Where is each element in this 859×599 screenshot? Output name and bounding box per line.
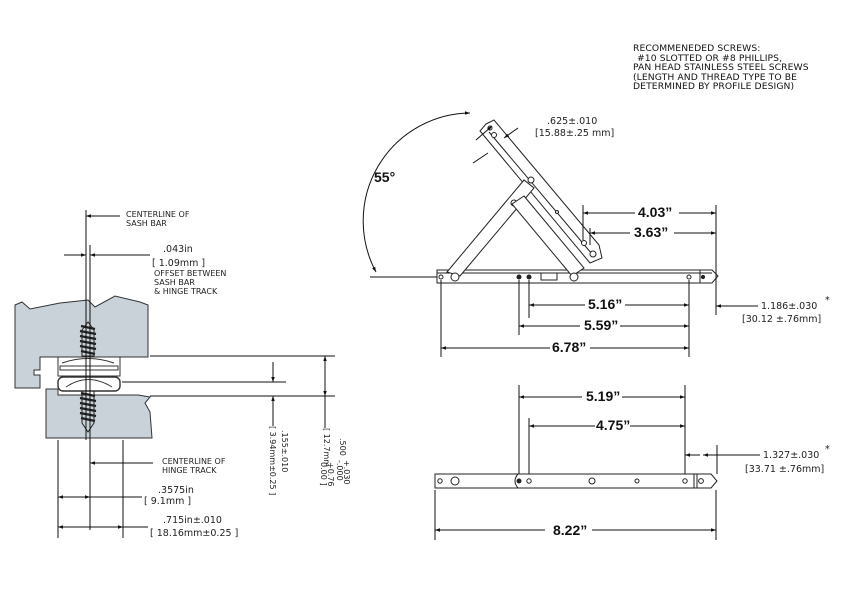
cross-section-labels: CENTERLINE OF SASH BAR .043in [ 1.09mm ]… <box>126 210 351 539</box>
half-width-in: .3575in <box>158 485 194 496</box>
offset-label-2: SASH BAR <box>154 278 195 287</box>
screws-note-line-4: DETERMINED BY PROFILE DESIGN) <box>633 81 795 93</box>
track-height-mm: [ 3.94mm±0.25 ] <box>268 426 277 495</box>
dim-5-59: 5.59” <box>584 317 618 333</box>
arm-width-in: .625±.010 <box>547 116 597 127</box>
closed-hinge-view <box>434 473 718 489</box>
screw-upper <box>79 324 97 356</box>
width-in: .715in±.010 <box>163 515 222 526</box>
open-angle: 55° <box>374 169 395 185</box>
centerline-hinge-label-2: HINGE TRACK <box>162 466 217 475</box>
frame-profile <box>45 388 153 439</box>
dim-4-03: 4.03” <box>638 204 672 220</box>
centerline-hinge-label-1: CENTERLINE OF <box>162 457 226 466</box>
offset-label-1: OFFSET BETWEEN <box>154 269 226 278</box>
closed-view-dimensions <box>434 385 760 540</box>
open-view-labels: 55° .625±.010 [15.88±.25 mm] 4.03” 3.63”… <box>374 116 830 355</box>
stack-height-mm-tol-plus: +0.76 <box>326 462 335 487</box>
stack-height-mm: [ 12.7mm <box>322 428 331 467</box>
stack-height-tol-minus: -.000 <box>335 460 344 481</box>
stack-height-in: .500 <box>338 438 347 456</box>
open-end-offset-in: 1.186±.030 <box>761 301 817 312</box>
closed-view-labels: 5.19” 4.75” 8.22” 1.327±.030 [33.71 ±.76… <box>553 388 830 538</box>
arm-width-mm: [15.88±.25 mm] <box>535 128 614 139</box>
dim-4-75: 4.75” <box>596 417 630 433</box>
cross-section-view <box>14 295 153 439</box>
recommended-screws-note: RECOMMENEDED SCREWS:#10 SLOTTED OR #8 PH… <box>633 44 809 92</box>
width-mm: [ 18.16mm±0.25 ] <box>150 528 238 539</box>
dim-5-16: 5.16” <box>588 296 622 312</box>
track-height-in: .155±.010 <box>280 430 289 472</box>
dim-3-63: 3.63” <box>634 224 668 240</box>
open-hinge-view <box>436 119 719 284</box>
stack-height-tol-plus: +.030 <box>342 460 351 485</box>
dim-5-19: 5.19” <box>586 388 620 404</box>
offset-label-3: & HINGE TRACK <box>154 287 218 296</box>
cross-section-dimensions <box>57 210 335 538</box>
closed-track <box>434 473 718 489</box>
offset-mm: [ 1.09mm ] <box>152 258 205 269</box>
dim-8-22: 8.22” <box>553 522 587 538</box>
offset-in: .043in <box>163 244 193 255</box>
screws-note-line-2: PAN HEAD STAINLESS STEEL SCREWS <box>633 62 809 74</box>
stack-height-mm-tol-minus: 0.00 ] <box>319 462 328 485</box>
screws-note-title: RECOMMENEDED SCREWS: <box>633 43 761 54</box>
open-end-offset-mm: [30.12 ±.76mm] <box>742 314 821 325</box>
half-width-mm: [ 9.1mm ] <box>144 496 191 507</box>
dim-6-78: 6.78” <box>552 339 586 355</box>
open-asterisk: * <box>825 295 830 306</box>
centerline-sash-label-1: CENTERLINE OF <box>126 210 190 219</box>
screw-lower <box>79 391 97 423</box>
screws-note-line-3: (LENGTH AND THREAD TYPE TO BE <box>633 71 798 83</box>
closed-end-offset-in: 1.327±.030 <box>763 450 819 461</box>
closed-asterisk: * <box>825 444 830 455</box>
centerline-sash-label-2: SASH BAR <box>126 219 167 228</box>
hinge-track <box>57 376 121 392</box>
open-view-dimensions <box>362 111 758 357</box>
screws-note-line-1: #10 SLOTTED OR #8 PHILLIPS, <box>637 52 783 64</box>
open-short-arm <box>446 179 535 277</box>
open-long-arm <box>479 119 603 264</box>
closed-end-offset-mm: [33.71 ±.76mm] <box>745 464 824 475</box>
